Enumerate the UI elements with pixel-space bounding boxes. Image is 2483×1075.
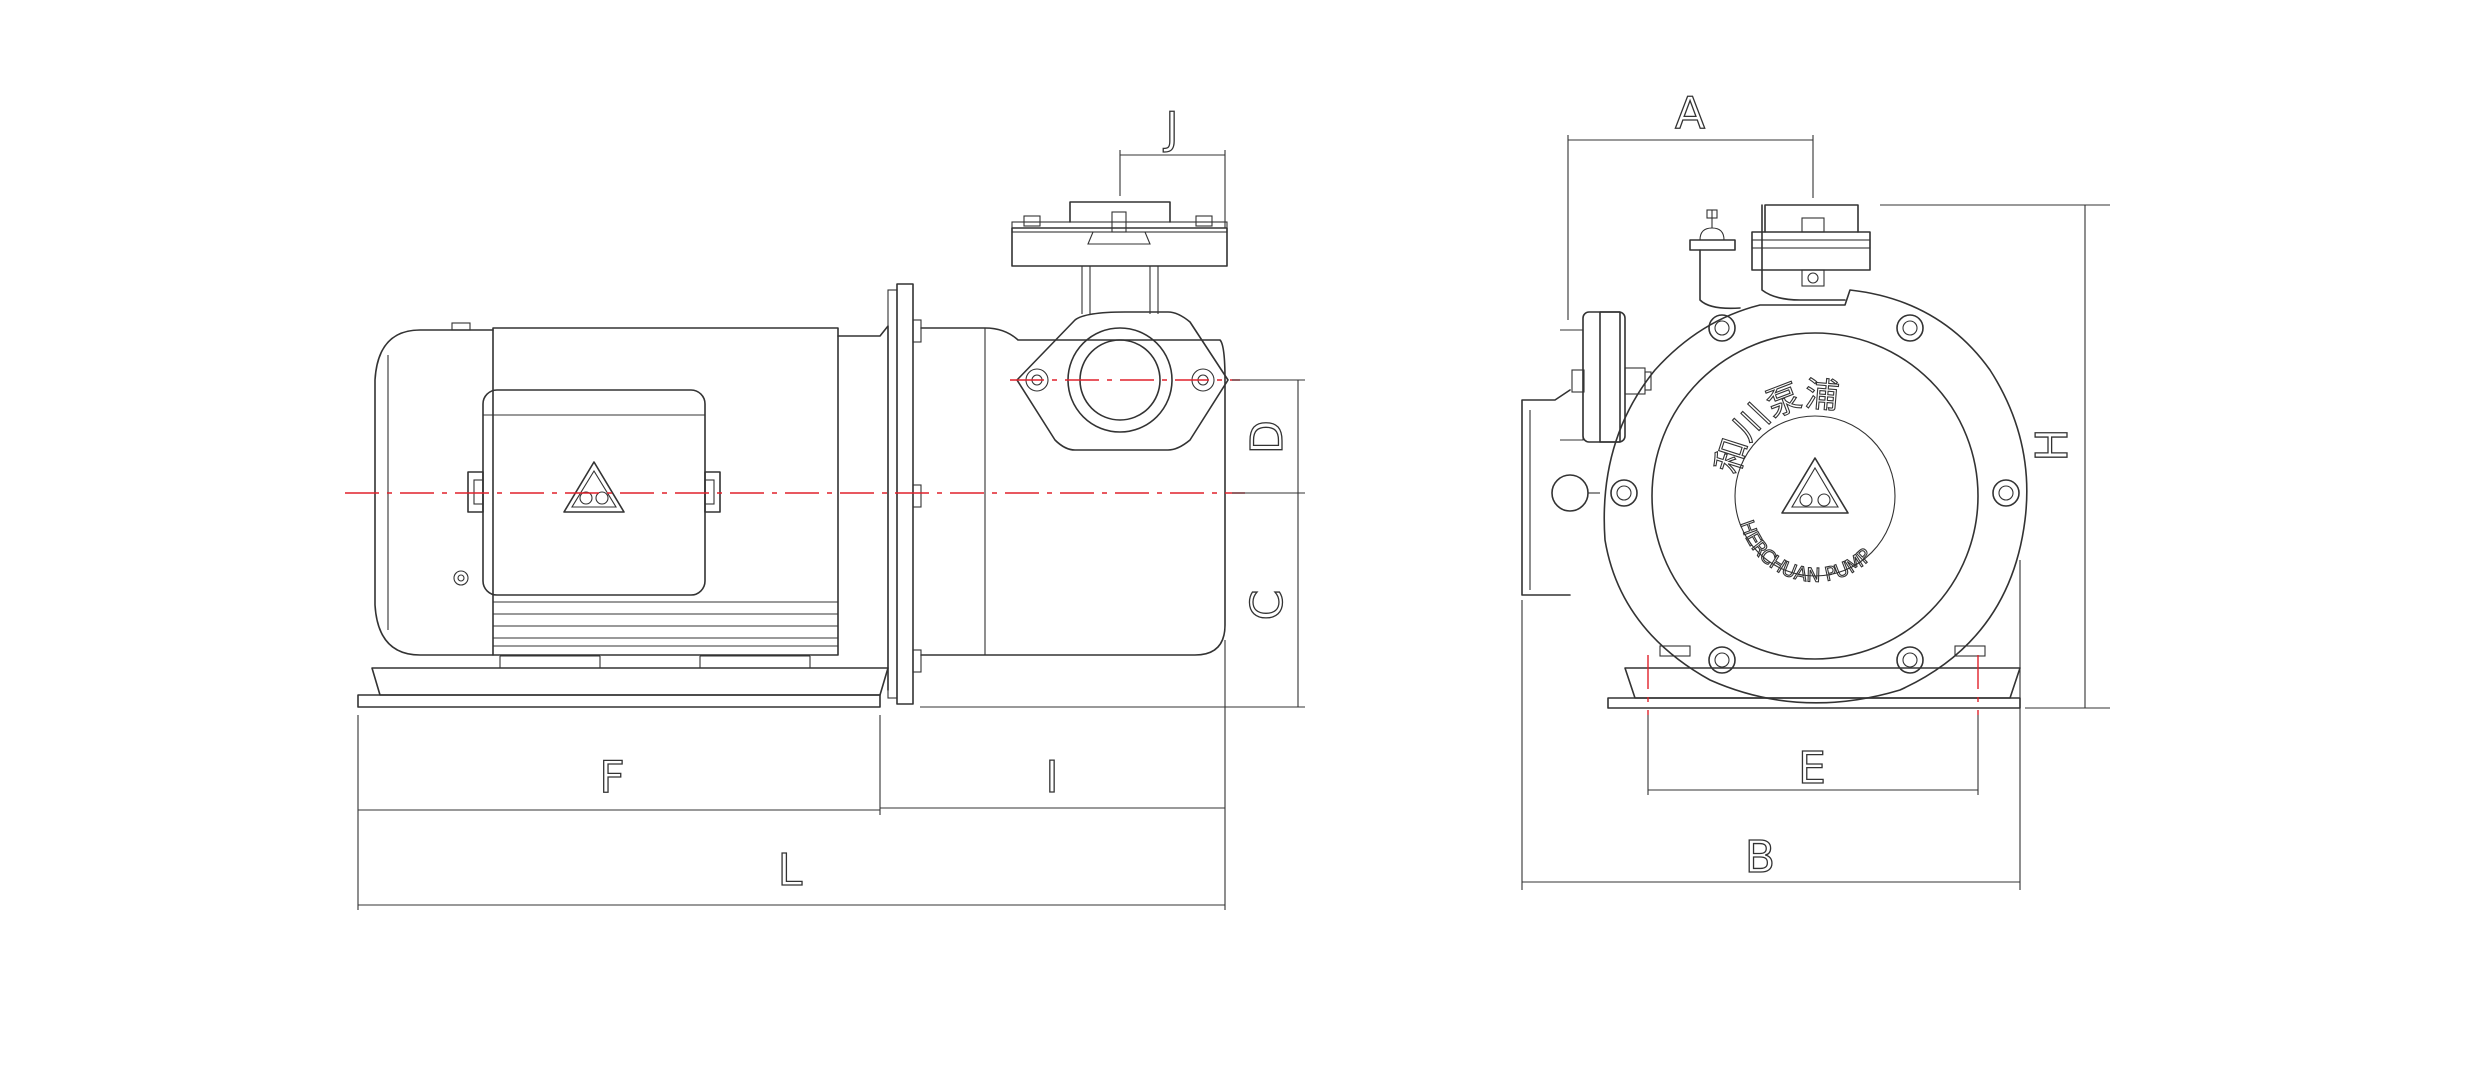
dim-label-l: L (778, 845, 803, 896)
dim-label-i: I (1046, 752, 1059, 803)
brand-logo-small (563, 461, 625, 513)
outlet-flange-side (1011, 201, 1228, 314)
dim-label-h: H (2027, 428, 2078, 461)
dim-label-j: J (1163, 103, 1179, 154)
dim-label-b: B (1745, 832, 1775, 883)
dimension-b: B (1521, 560, 2021, 890)
dimension-f-i-l: F I L (357, 640, 1226, 910)
dim-label-d: D (1242, 420, 1293, 454)
motor-end-cap (374, 322, 494, 656)
pump-casing (920, 327, 1226, 656)
dimension-e: E (1647, 715, 1979, 795)
inlet-flange-side (1016, 311, 1229, 451)
logo-chinese-text: 和川泵浦 (1708, 374, 1841, 478)
dimension-a: A (1567, 87, 1814, 320)
front-casing (1603, 289, 2028, 704)
outlet-flange-front (1689, 204, 1871, 310)
logo-english-text: HERCHUAN PUMP (1735, 517, 1876, 586)
dimension-d: D (1232, 379, 1305, 494)
inlet-flange-front (1560, 311, 1652, 443)
dim-label-c: C (1242, 590, 1293, 621)
front-view: 和川泵浦 HERCHUAN PUMP A H E (1521, 87, 2110, 890)
dimension-h: H (1880, 204, 2110, 709)
front-side-block (1521, 389, 1600, 596)
front-bolts (1610, 314, 2020, 674)
dimension-c: C (920, 493, 1305, 708)
dim-label-e: E (1798, 743, 1826, 794)
side-view: J D C F I L (345, 102, 1305, 910)
dim-label-a: A (1675, 88, 1705, 139)
dimension-j: J (1119, 102, 1226, 228)
brand-logo-large: 和川泵浦 HERCHUAN PUMP (1707, 374, 1877, 587)
front-base (1607, 645, 2021, 715)
motor-body (453, 325, 889, 691)
base-plate (357, 655, 889, 708)
dim-label-f: F (599, 752, 624, 803)
motor-flange (887, 283, 922, 705)
